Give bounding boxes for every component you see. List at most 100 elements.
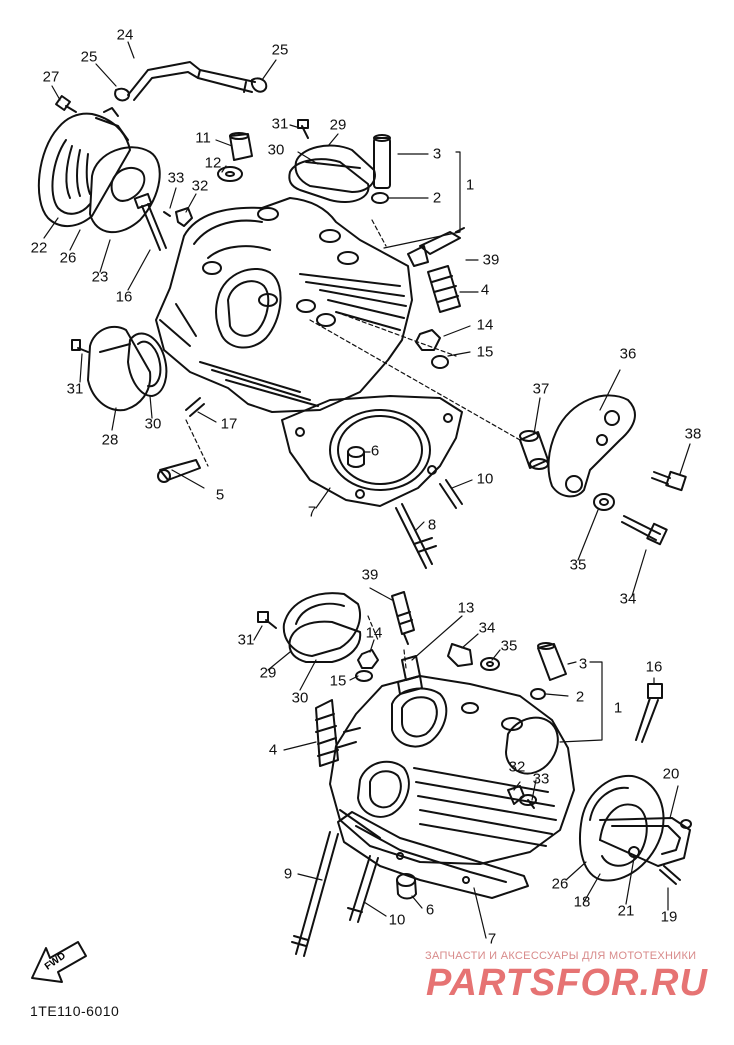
- bolt-16-bottom: [635, 683, 663, 743]
- spark-plug-bottom: [391, 591, 415, 645]
- callout-24: 24: [116, 26, 134, 44]
- callout-27: 27: [42, 68, 60, 86]
- bolt-31-side: [71, 339, 89, 353]
- callout-15: 15: [329, 672, 347, 690]
- washer-15-top: [431, 355, 449, 369]
- stud-10-top: [439, 479, 463, 509]
- head-gasket-top: [281, 395, 463, 507]
- callout-23: 23: [91, 268, 109, 286]
- bolt-34-bottom: [447, 643, 473, 667]
- stud-10-bottom: [347, 855, 379, 923]
- hose-clip-left: [114, 87, 130, 102]
- clip-2-bottom: [530, 688, 546, 700]
- callout-10: 10: [388, 911, 406, 929]
- callout-18: 18: [573, 893, 591, 911]
- nut-14-bottom: [357, 649, 379, 669]
- callout-39: 39: [361, 566, 379, 584]
- callout-6: 6: [370, 442, 380, 460]
- bolt-38: [651, 470, 687, 492]
- callout-31: 31: [66, 380, 84, 398]
- plug-11: [229, 132, 253, 161]
- cylinder-head-top: [155, 197, 413, 413]
- diagram-code: 1TE110-6010: [30, 1003, 120, 1019]
- callout-36: 36: [619, 345, 637, 363]
- sleeve-4-bottom: [315, 699, 339, 767]
- callout-16: 16: [645, 658, 663, 676]
- washer-15-bottom: [355, 670, 373, 682]
- callout-17: 17: [220, 415, 238, 433]
- callout-15: 15: [476, 343, 494, 361]
- pin-5: [157, 459, 201, 483]
- valve-guide-3-bottom: [537, 642, 567, 681]
- nut-14-top: [415, 329, 441, 351]
- callout-7: 7: [307, 503, 317, 521]
- callout-26: 26: [551, 875, 569, 893]
- callout-31: 31: [271, 115, 289, 133]
- stud-8: [395, 503, 437, 569]
- bolt-31-bottom: [257, 611, 277, 629]
- washer-35-bottom: [480, 657, 500, 671]
- bolt-16-top: [133, 192, 167, 251]
- callout-39: 39: [482, 251, 500, 269]
- callout-8: 8: [427, 516, 437, 534]
- callout-2: 2: [575, 688, 585, 706]
- callout-34: 34: [619, 590, 637, 608]
- callout-4: 4: [268, 741, 278, 759]
- leader-lines-bottom: [253, 587, 679, 939]
- callout-20: 20: [662, 765, 680, 783]
- callout-21: 21: [617, 902, 635, 920]
- gasket-30-bottom: [288, 620, 362, 663]
- gasket-23: [89, 146, 161, 234]
- callout-34: 34: [478, 619, 496, 637]
- callout-12: 12: [204, 154, 222, 172]
- callout-29: 29: [329, 116, 347, 134]
- callout-14: 14: [365, 624, 383, 642]
- callout-32: 32: [191, 177, 209, 195]
- callout-37: 37: [532, 380, 550, 398]
- callout-14: 14: [476, 316, 494, 334]
- bolt-31-top: [297, 119, 309, 139]
- callout-30: 30: [267, 141, 285, 159]
- dowel-6-bottom: [396, 873, 417, 900]
- fwd-arrow-icon: [31, 941, 87, 983]
- callout-3: 3: [432, 145, 442, 163]
- side-cover-bottom: [579, 774, 665, 882]
- callout-33: 33: [532, 770, 550, 788]
- callout-32: 32: [508, 758, 526, 776]
- bracket-36: [547, 394, 636, 498]
- callout-2: 2: [432, 189, 442, 207]
- callout-11: 11: [195, 129, 211, 147]
- callout-26: 26: [59, 249, 77, 267]
- callout-31: 31: [237, 631, 255, 649]
- breather-hose: [127, 61, 256, 101]
- side-cover-top: [37, 107, 131, 227]
- stud-9: [291, 831, 339, 957]
- callout-38: 38: [684, 425, 702, 443]
- callout-3: 3: [578, 655, 588, 673]
- sleeve-4-top: [427, 265, 461, 313]
- head-gasket-bottom: [337, 811, 529, 899]
- bolt-19: [659, 865, 681, 885]
- cover-29-top: [294, 144, 376, 193]
- dowel-6-top: [347, 446, 365, 468]
- callout-10: 10: [476, 470, 494, 488]
- callout-19: 19: [660, 908, 678, 926]
- washer-12: [217, 166, 243, 182]
- callout-30: 30: [291, 689, 309, 707]
- callout-7: 7: [487, 930, 497, 948]
- bushing-37: [519, 430, 549, 470]
- callout-33: 33: [167, 169, 185, 187]
- bracket-32: [163, 207, 193, 227]
- watermark-logo: PARTSFOR.RU: [426, 962, 708, 1004]
- cover-28: [87, 325, 152, 412]
- callout-22: 22: [30, 239, 48, 257]
- gasket-30-side: [127, 332, 168, 397]
- leader-lines-top: [43, 41, 691, 597]
- callout-25: 25: [80, 48, 98, 66]
- callout-1: 1: [465, 176, 475, 194]
- bolt-34-top: [621, 515, 668, 546]
- stud-17: [185, 397, 205, 417]
- bracket-20: [599, 817, 692, 867]
- washer-35-top: [593, 493, 615, 511]
